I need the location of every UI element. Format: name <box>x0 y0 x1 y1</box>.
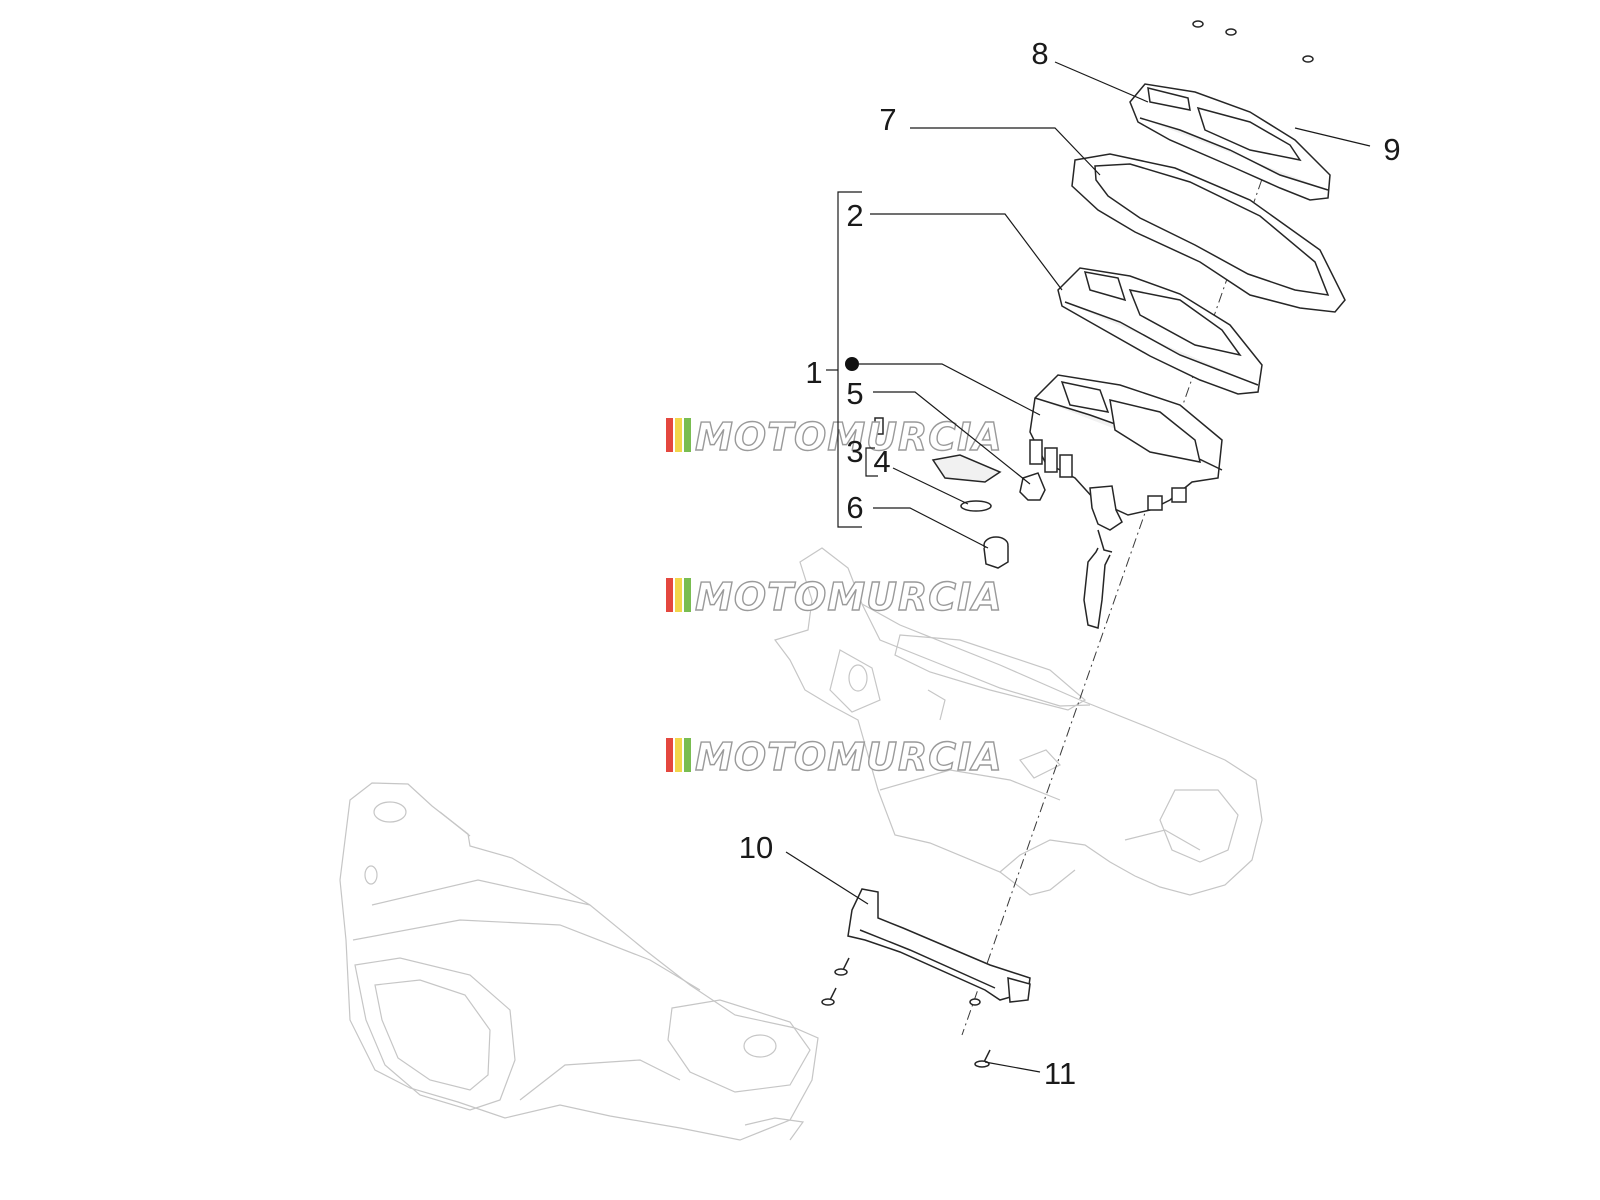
callout-1: 1 <box>805 355 822 390</box>
assembly-axis <box>961 141 1276 1036</box>
part-5-bulb <box>1019 472 1046 501</box>
part-7-ring-frame <box>1071 153 1346 313</box>
watermark-stripe-yellow <box>675 578 682 612</box>
callout-7: 7 <box>879 102 896 137</box>
handlebar-front-cover <box>339 782 819 1141</box>
part-6-grommet <box>983 536 1009 569</box>
watermark-bottom: MOTOMURCIA <box>666 734 1003 780</box>
callout-3: 3 <box>846 434 863 469</box>
callout-8: 8 <box>1031 36 1048 71</box>
callout-5: 5 <box>846 376 863 411</box>
callout-10: 10 <box>739 830 773 865</box>
watermark-stripe-green <box>684 418 691 452</box>
leader-lines <box>785 61 1371 1073</box>
callout-2: 2 <box>846 198 863 233</box>
part-1-instrument-cluster <box>1029 374 1223 629</box>
watermark-middle: MOTOMURCIA <box>666 574 1003 620</box>
part-4-pad <box>931 454 1002 512</box>
callout-9: 9 <box>1383 132 1400 167</box>
part-10-bracket <box>847 888 1031 1006</box>
part-9-screws <box>1179 20 1314 131</box>
part-11-screws <box>821 957 991 1068</box>
watermark-stripe-red <box>666 738 673 772</box>
watermark-top: MOTOMURCIA <box>666 414 1003 460</box>
kit-group-bracket <box>826 191 878 528</box>
watermark-text: MOTOMURCIA <box>695 735 1003 779</box>
callout-6: 6 <box>846 490 863 525</box>
watermark-stripe-green <box>684 738 691 772</box>
part-3-gasket <box>874 417 884 435</box>
handlebar-rear-cover <box>774 547 1263 896</box>
watermark-stripe-red <box>666 578 673 612</box>
callout-4: 4 <box>873 444 890 479</box>
watermark-text: MOTOMURCIA <box>695 415 1003 459</box>
part-8-top-cover <box>1129 83 1331 201</box>
watermark-stripe-green <box>684 578 691 612</box>
callout-11: 11 <box>1044 1056 1076 1091</box>
watermark-stripe-yellow <box>675 738 682 772</box>
watermark-stripe-red <box>666 418 673 452</box>
kit-dot-marker <box>845 357 859 371</box>
part-2-lens-cover <box>1057 267 1263 395</box>
watermark-text: MOTOMURCIA <box>695 575 1003 619</box>
watermark-stripe-yellow <box>675 418 682 452</box>
